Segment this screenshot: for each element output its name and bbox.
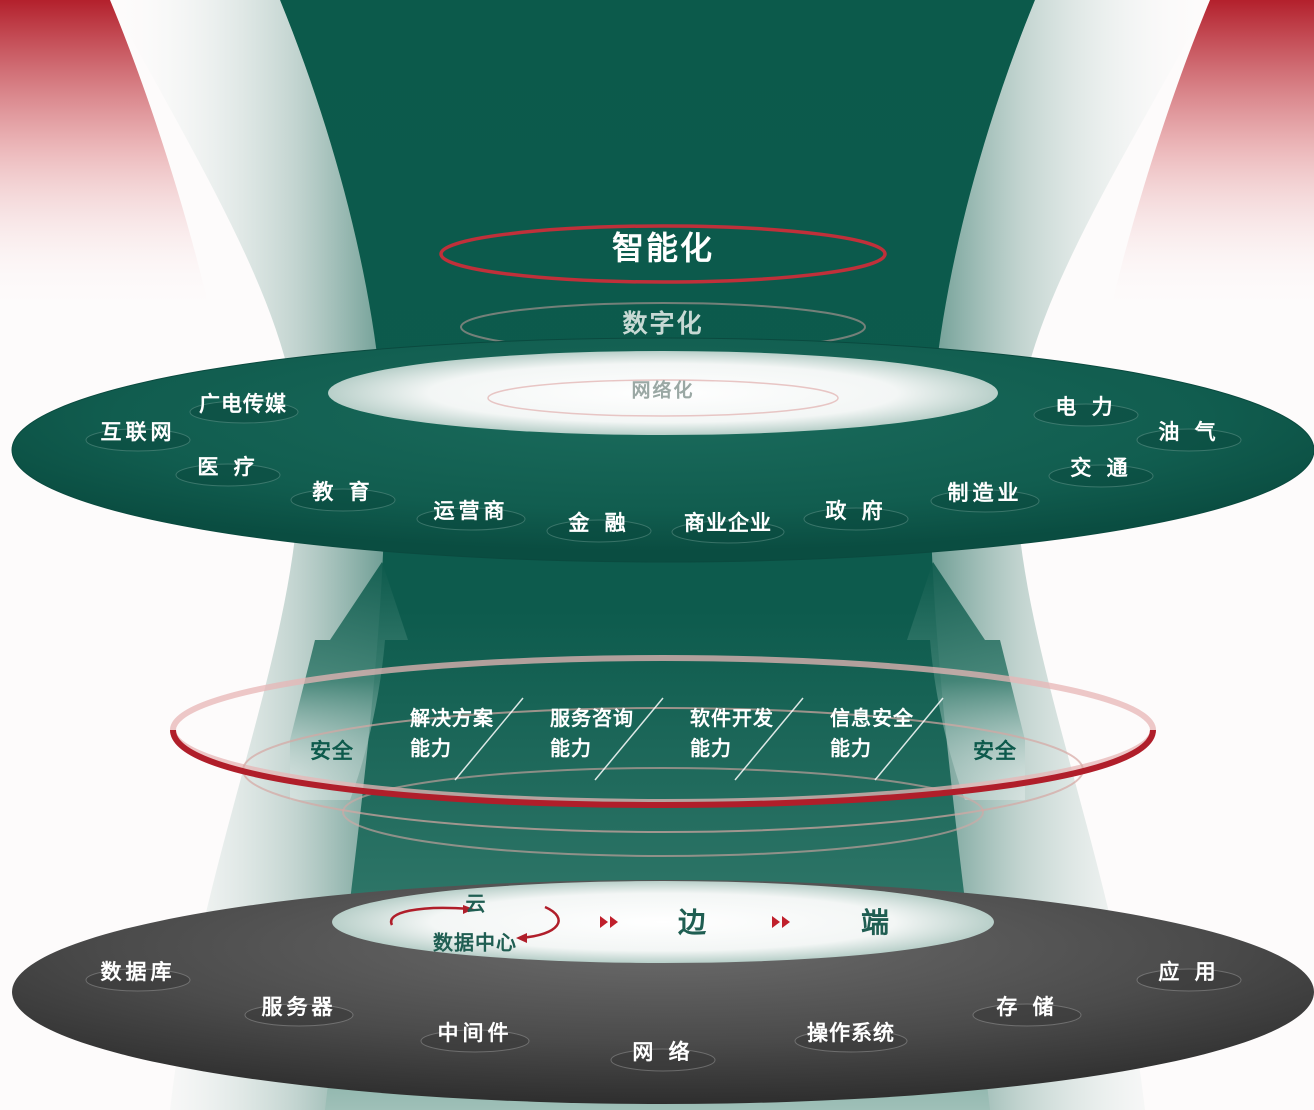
industry-business: 商业企业 — [684, 511, 772, 535]
arrow-up-left — [290, 562, 408, 800]
industry-operator: 运营商 — [433, 499, 509, 523]
capability-consulting-line1: 服务咨询 — [550, 706, 634, 730]
capability-software-line1: 软件开发 — [690, 706, 774, 730]
ring-intelligent — [439, 224, 887, 284]
industry-broadcast: 广电传媒 — [199, 392, 287, 416]
datacenter-label: 数据中心 — [433, 930, 517, 955]
industry-government: 政 府 — [825, 499, 887, 523]
capability-consulting-line2: 能力 — [550, 736, 592, 760]
red-glow-left — [0, 0, 230, 420]
level-intelligent: 智能化 — [611, 229, 715, 267]
foundation-application: 应 用 — [1158, 960, 1220, 984]
capability-solution-line2: 能力 — [410, 736, 452, 760]
industry-transport: 交 通 — [1070, 456, 1132, 480]
foundation-server: 服务器 — [261, 995, 337, 1019]
foundation-network: 网 络 — [632, 1040, 694, 1064]
industry-oil-gas: 油 气 — [1158, 420, 1220, 444]
industry-manufacturing: 制造业 — [947, 481, 1023, 505]
capability-software-line2: 能力 — [690, 736, 732, 760]
capability-software: 软件开发 能力 — [690, 703, 774, 763]
industry-education: 教 育 — [312, 480, 374, 504]
security-left: 安全 — [310, 739, 354, 763]
capability-infosec-line2: 能力 — [830, 736, 872, 760]
cycle-arrow-bottom — [519, 905, 560, 940]
security-right: 安全 — [973, 739, 1017, 763]
foundation-storage: 存 储 — [996, 995, 1058, 1019]
level-network: 网络化 — [631, 379, 695, 402]
capability-solution-line1: 解决方案 — [410, 706, 494, 730]
capability-ring-front — [170, 729, 1156, 809]
chevron-icon-1 — [600, 916, 618, 928]
capability-consulting: 服务咨询 能力 — [550, 703, 634, 763]
end-label: 端 — [860, 906, 892, 939]
red-glow-right — [1090, 0, 1314, 420]
capability-solution: 解决方案 能力 — [410, 703, 494, 763]
wing-right — [895, 0, 1210, 1110]
wing-left — [110, 0, 420, 1110]
foundation-database: 数据库 — [100, 960, 176, 984]
cycle-arrow-top — [389, 906, 471, 926]
capability-infosec: 信息安全 能力 — [830, 703, 914, 763]
cloud-label: 云 — [465, 891, 487, 916]
foundation-os: 操作系统 — [807, 1021, 895, 1045]
cloud-edge-disc — [332, 881, 994, 963]
industry-power: 电 力 — [1055, 395, 1117, 419]
level-digital: 数字化 — [622, 309, 704, 338]
network-disc — [328, 351, 998, 435]
edge-label: 边 — [677, 906, 709, 939]
capability-infosec-line1: 信息安全 — [830, 706, 914, 730]
foundation-middleware: 中间件 — [437, 1021, 513, 1045]
industry-finance: 金 融 — [568, 511, 630, 535]
industry-medical: 医 疗 — [197, 455, 259, 479]
foundation-plate — [12, 880, 1314, 1104]
industry-internet: 互联网 — [100, 420, 176, 444]
chevron-icon-2 — [772, 916, 790, 928]
arrow-up-right — [907, 562, 1025, 800]
